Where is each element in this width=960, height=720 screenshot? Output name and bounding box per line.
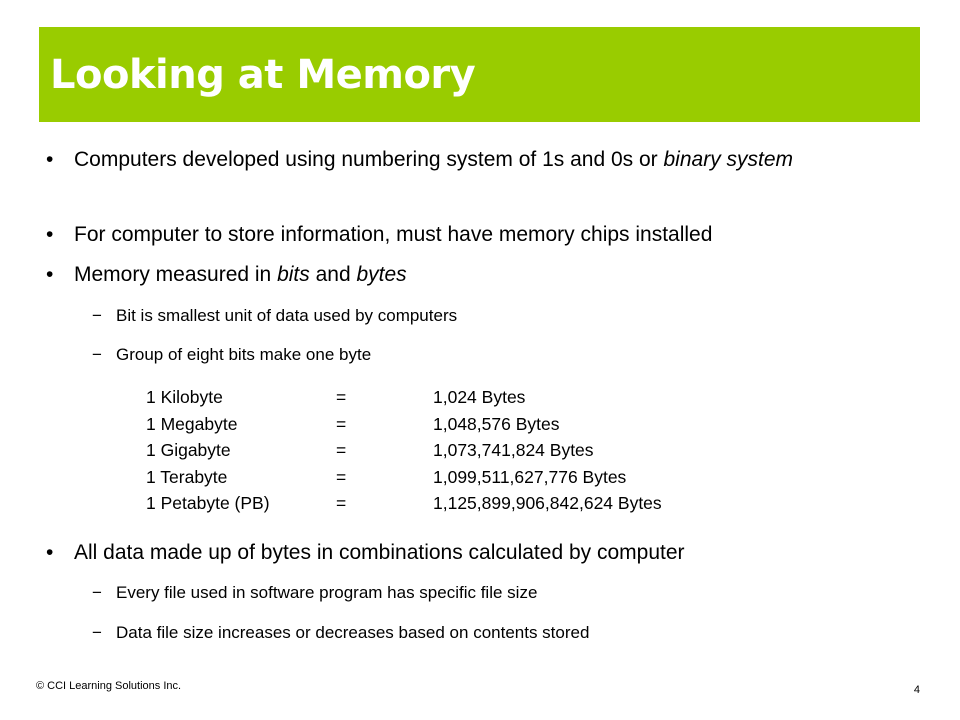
bullet-icon: •	[46, 263, 54, 286]
slide-title: Looking at Memory	[50, 52, 476, 98]
bullet-text: Computers developed using numbering syst…	[74, 146, 934, 174]
bullet-icon: •	[46, 223, 54, 246]
bullet-emphasis: binary system	[663, 148, 794, 171]
bullet-text-part: Memory measured in	[74, 263, 278, 286]
subbullet-text: Group of eight bits make one byte	[116, 345, 372, 364]
equals-cell: =	[336, 387, 347, 407]
bullet-text-part: Computers developed using numbering syst…	[74, 148, 664, 171]
equals-cell: =	[336, 413, 347, 434]
equals-cell: =	[336, 493, 347, 514]
bullet-emphasis: bytes	[356, 263, 407, 286]
bullet-icon: •	[46, 541, 54, 564]
equals-cell: =	[336, 440, 347, 461]
title-bar: Looking at Memory	[39, 27, 920, 122]
equals-cell: =	[336, 466, 347, 487]
bullet-icon: •	[46, 148, 54, 171]
dash-icon: −	[92, 306, 102, 325]
bullet-text: For computer to store information, must …	[74, 223, 713, 246]
bytes-cell: 1,073,741,824 Bytes	[433, 440, 594, 461]
bytes-cell: 1,099,511,627,776 Bytes	[433, 466, 627, 487]
unit-cell: 1 Gigabyte	[146, 440, 231, 461]
dash-icon: −	[92, 345, 102, 364]
bytes-cell: 1,024 Bytes	[433, 387, 526, 407]
unit-cell: 1 Megabyte	[146, 413, 238, 434]
bytes-cell: 1,125,899,906,842,624 Bytes	[433, 493, 662, 514]
bytes-cell: 1,048,576 Bytes	[433, 413, 560, 434]
copyright-footer: © CCI Learning Solutions Inc.	[36, 680, 182, 692]
page-number: 4	[913, 684, 920, 696]
dash-icon: −	[92, 623, 102, 642]
bullet-text: All data made up of bytes in combination…	[74, 541, 685, 564]
subbullet-text: Data file size increases or decreases ba…	[116, 623, 590, 642]
unit-cell: 1 Petabyte (PB)	[146, 493, 270, 514]
bullet-text: Memory measured in bits and bytes	[74, 261, 934, 289]
unit-cell: 1 Terabyte	[146, 466, 228, 487]
bullet-emphasis: bits	[277, 263, 310, 286]
subbullet-text: Every file used in software program has …	[116, 583, 538, 602]
subbullet-text: Bit is smallest unit of data used by com…	[116, 306, 458, 325]
unit-cell: 1 Kilobyte	[146, 387, 223, 407]
dash-icon: −	[92, 583, 102, 602]
bullet-text-part: and	[309, 263, 357, 286]
